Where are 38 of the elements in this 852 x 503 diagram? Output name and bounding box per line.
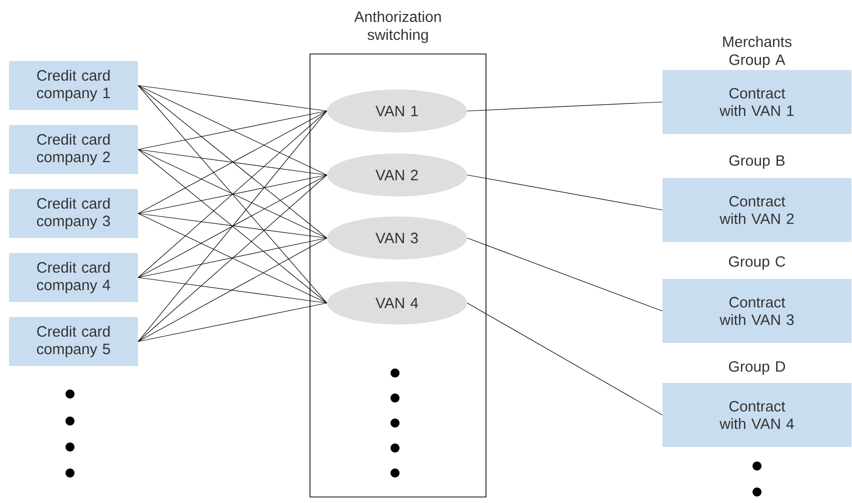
connector-line — [138, 277, 328, 304]
company-box: Credit card company 1 — [9, 61, 138, 110]
company-box: Credit card company 5 — [9, 316, 138, 366]
connector-line — [138, 110, 328, 342]
connector-line — [138, 149, 328, 238]
contract-box: Contract with VAN 2 — [662, 178, 852, 242]
contract-box: Contract with VAN 1 — [662, 70, 852, 134]
contract-box: Contract with VAN 4 — [662, 382, 852, 447]
connector-line — [138, 110, 328, 278]
connector-line — [138, 174, 328, 214]
connector-line — [138, 238, 328, 278]
connector-line — [138, 85, 328, 304]
connector-line — [138, 213, 328, 238]
company-box: Credit card company 4 — [9, 253, 138, 302]
group-heading: Group B — [729, 155, 785, 169]
group-heading: Merchants Group A — [723, 36, 792, 68]
connector-line — [138, 213, 328, 304]
connector-line — [138, 85, 328, 112]
connector-line — [138, 110, 328, 214]
connector-line — [138, 85, 328, 176]
connector-line — [138, 174, 328, 342]
connector-line — [138, 149, 328, 304]
connector-line — [466, 174, 663, 210]
connector-line — [466, 302, 663, 416]
company-box: Credit card company 3 — [9, 189, 138, 238]
connector-line — [466, 102, 663, 112]
group-heading: Group D — [729, 361, 786, 375]
company-box: Credit card company 2 — [9, 125, 138, 174]
connector-line — [138, 174, 328, 278]
connector-line — [138, 238, 328, 342]
box-heading: Anthorization switching — [354, 11, 441, 43]
connector-line — [138, 110, 328, 150]
connector-line — [138, 85, 328, 238]
connector-line — [466, 238, 663, 312]
connector-line — [138, 302, 328, 342]
contract-box: Contract with VAN 3 — [662, 278, 852, 343]
connector-line — [138, 149, 328, 176]
group-heading: Group C — [729, 256, 786, 270]
